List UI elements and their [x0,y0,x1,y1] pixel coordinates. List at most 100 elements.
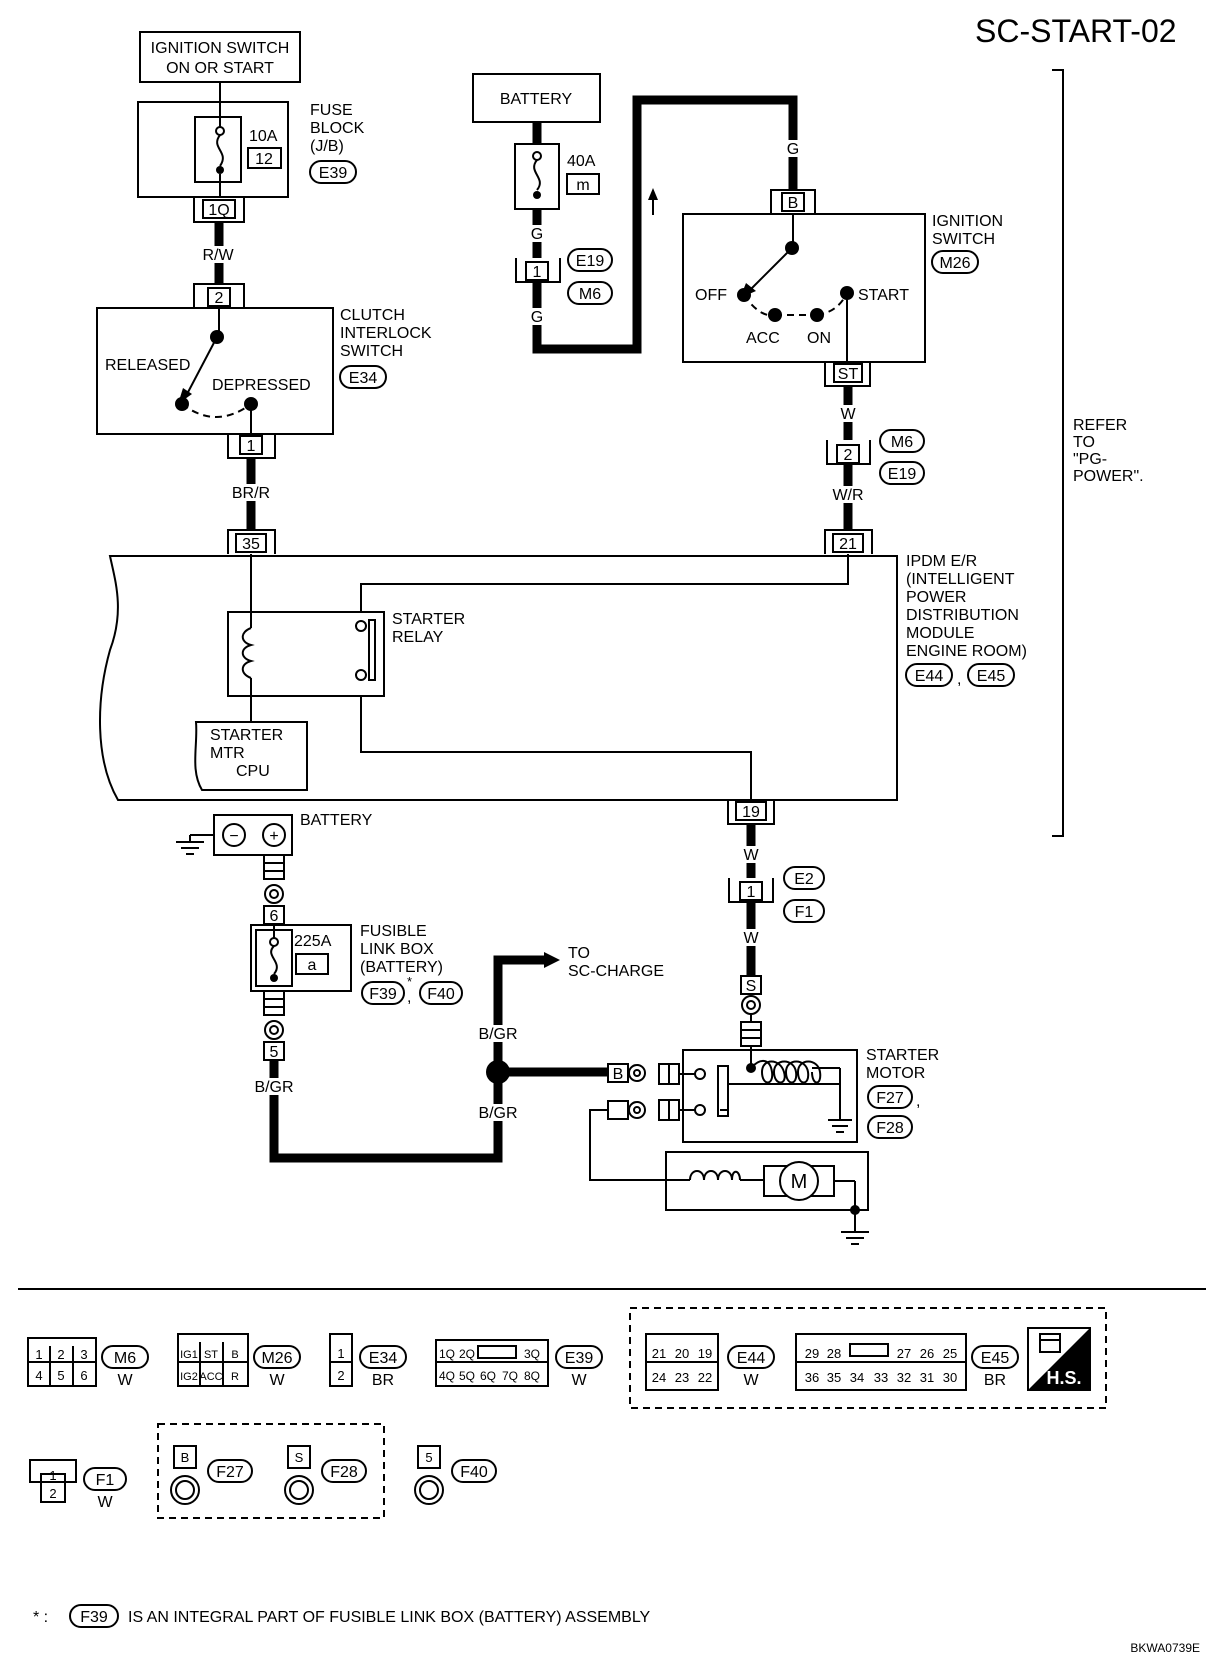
svg-text:* :: * : [33,1609,48,1626]
svg-text:MODULE: MODULE [906,625,974,642]
svg-text:6: 6 [80,1368,87,1383]
svg-text:2: 2 [844,447,853,464]
svg-text:ACC: ACC [199,1371,222,1383]
svg-text:1Q: 1Q [208,202,229,219]
footnote: * : F39 IS AN INTEGRAL PART OF FUSIBLE L… [33,1604,651,1628]
conn-f40-tag: F40 [427,986,455,1003]
svg-text:2: 2 [57,1347,64,1362]
svg-text:1Q: 1Q [439,1347,455,1361]
svg-text:26: 26 [920,1346,934,1361]
svg-text:E2: E2 [794,871,814,888]
svg-text:(BATTERY): (BATTERY) [360,959,443,976]
svg-text:6: 6 [270,908,279,925]
svg-text:F39: F39 [80,1609,108,1626]
svg-text:W: W [97,1494,113,1511]
svg-text:STARTER: STARTER [866,1047,939,1064]
legend-e45: 29 28 27 26 25 36 35 34 33 32 31 30 E45 … [795,1333,1019,1391]
svg-text:1: 1 [747,884,756,901]
svg-text:23: 23 [675,1370,689,1385]
svg-text:F27: F27 [216,1464,244,1481]
conn-f39-tag: F39 [369,986,397,1003]
svg-text:,: , [407,989,411,1006]
svg-text:M6: M6 [114,1350,136,1367]
svg-text:8Q: 8Q [524,1369,540,1383]
wire-bgr3: B/GR [478,1105,517,1122]
svg-text:1: 1 [247,438,256,455]
svg-text:F1: F1 [795,904,814,921]
conn-e44-tag: E44 [915,668,944,685]
svg-text:B: B [613,1066,624,1083]
svg-text:FUSIBLE: FUSIBLE [360,923,427,940]
pin-1q: 1Q [193,198,245,223]
svg-text:SC-CHARGE: SC-CHARGE [568,963,664,980]
legend-f40: 5 F40 [414,1445,497,1505]
svg-text:+: + [269,828,278,845]
conn-e45-tag: E45 [977,668,1006,685]
clutch-interlock-switch: RELEASED DEPRESSED CLUTCH INTERLOCK SWIT… [96,307,432,435]
pin-19-ipdm: 19 [727,800,775,825]
svg-text:E34: E34 [369,1350,398,1367]
svg-text:BR: BR [984,1372,1006,1389]
wire-brr: BR/R [232,485,270,502]
conn-f28-tag: F28 [876,1120,904,1137]
inline-conn-e19-m6: 1 E19 M6 [515,248,613,305]
svg-text:ON OR START: ON OR START [166,60,274,77]
svg-text:E45: E45 [981,1350,1010,1367]
svg-text:RELEASED: RELEASED [105,357,190,374]
refer-bracket: REFER TO "PG- POWER". [1052,69,1144,837]
svg-text:SWITCH: SWITCH [340,343,403,360]
svg-text:F28: F28 [330,1464,358,1481]
svg-text:FUSE: FUSE [310,102,353,119]
svg-text:35: 35 [242,536,260,553]
svg-text:B: B [788,195,799,212]
wire-bgr2: B/GR [478,1026,517,1043]
fusible-link-box: 225A a FUSIBLE LINK BOX (BATTERY) F39 * … [250,923,463,1006]
svg-text:START: START [858,287,909,304]
legend-m26: IG1 ST B IG2 ACC R M26 W [177,1333,301,1389]
inline-conn-m6-e19: 2 M6 E19 [826,429,925,485]
svg-text:6Q: 6Q [480,1369,496,1383]
svg-text:IG2: IG2 [180,1371,198,1383]
doc-code: BKWA0739E [1130,1641,1200,1655]
wire-wr: W/R [832,487,863,504]
svg-text:OFF: OFF [695,287,727,304]
svg-text:M6: M6 [579,286,601,303]
svg-text:R: R [231,1371,239,1383]
svg-text:5: 5 [270,1044,279,1061]
svg-text:2: 2 [215,290,224,307]
pin-2-clutch: 2 [193,283,245,308]
svg-text:B: B [231,1349,238,1361]
svg-text:19: 19 [742,804,760,821]
wire-w2: W [743,847,759,864]
wire-w3: W [743,930,759,947]
svg-text:225A: 225A [294,933,332,950]
svg-text:IPDM E/R: IPDM E/R [906,553,977,570]
svg-text:F1: F1 [96,1472,115,1489]
svg-text:CLUTCH: CLUTCH [340,307,405,324]
svg-text:2: 2 [337,1368,344,1383]
svg-text:3: 3 [80,1347,87,1362]
svg-text:SWITCH: SWITCH [932,231,995,248]
svg-text:W: W [743,1372,759,1389]
wire-g3: G [787,141,799,158]
wire-w1: W [840,406,856,423]
svg-text:,: , [957,671,961,688]
svg-text:S: S [295,1450,304,1465]
svg-text:22: 22 [698,1370,712,1385]
svg-text:S: S [746,978,757,995]
pin-35-ipdm: 35 [227,529,276,554]
svg-text:34: 34 [850,1370,864,1385]
legend-e44: 21 20 19 24 23 22 E44 W [645,1333,775,1391]
wire-g1: G [531,226,543,243]
ignition-on-start-box: IGNITION SWITCH ON OR START [139,31,301,83]
svg-text:m: m [576,177,589,194]
svg-text:5Q: 5Q [459,1369,475,1383]
legend-e39: 1Q 2Q 3Q 4Q 5Q 6Q 7Q 8Q E39 W [435,1339,603,1389]
svg-text:,: , [916,1093,920,1110]
svg-text:25: 25 [943,1346,957,1361]
svg-text:(J/B): (J/B) [310,138,344,155]
svg-text:4: 4 [35,1368,42,1383]
svg-text:STARTER: STARTER [210,727,283,744]
pin-21-ipdm: 21 [824,529,873,554]
